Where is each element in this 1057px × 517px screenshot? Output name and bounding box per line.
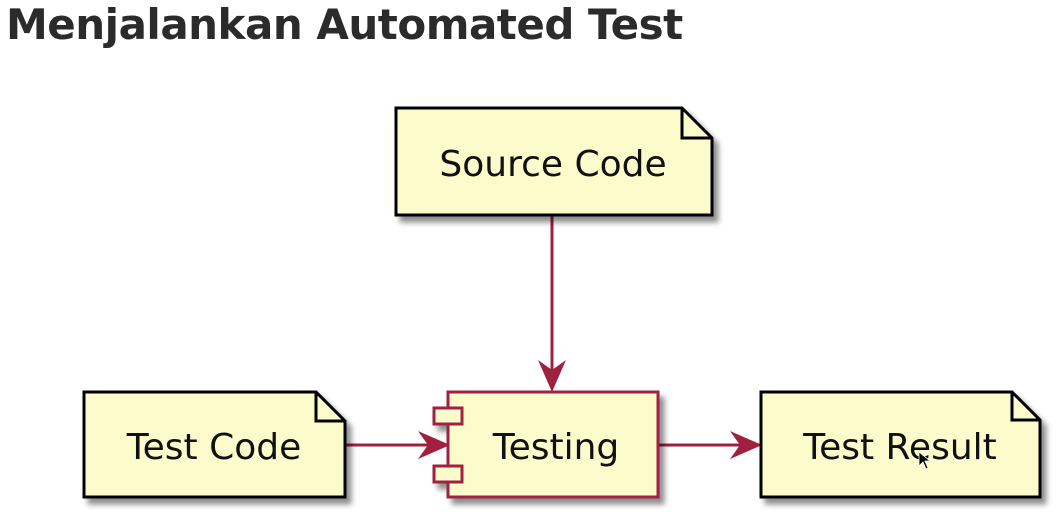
note-test-result <box>759 390 1042 499</box>
note-fold-icon <box>680 108 712 140</box>
arrowhead-right-icon <box>730 431 762 459</box>
mouse-cursor-icon <box>918 451 932 470</box>
note-test-code-label: Test Code <box>126 427 302 468</box>
page-title: Menjalankan Automated Test <box>6 0 683 49</box>
note-source-code <box>394 106 714 217</box>
edge-source-to-testing <box>538 215 566 392</box>
note-fold-icon <box>1010 392 1040 422</box>
note-fold-icon <box>314 392 345 423</box>
arrowhead-right-icon <box>418 431 450 459</box>
note-test-result-label: Test Result <box>802 427 997 468</box>
edge-testcode-to-testing <box>345 431 450 459</box>
note-test-code <box>82 390 347 499</box>
arrowhead-down-icon <box>538 360 566 392</box>
edge-testing-to-result <box>658 431 762 459</box>
component-port-icon <box>432 406 464 426</box>
note-source-code-label: Source Code <box>439 144 666 185</box>
component-port-icon <box>432 464 464 484</box>
component-testing-label: Testing <box>492 427 620 468</box>
component-testing <box>432 390 660 499</box>
